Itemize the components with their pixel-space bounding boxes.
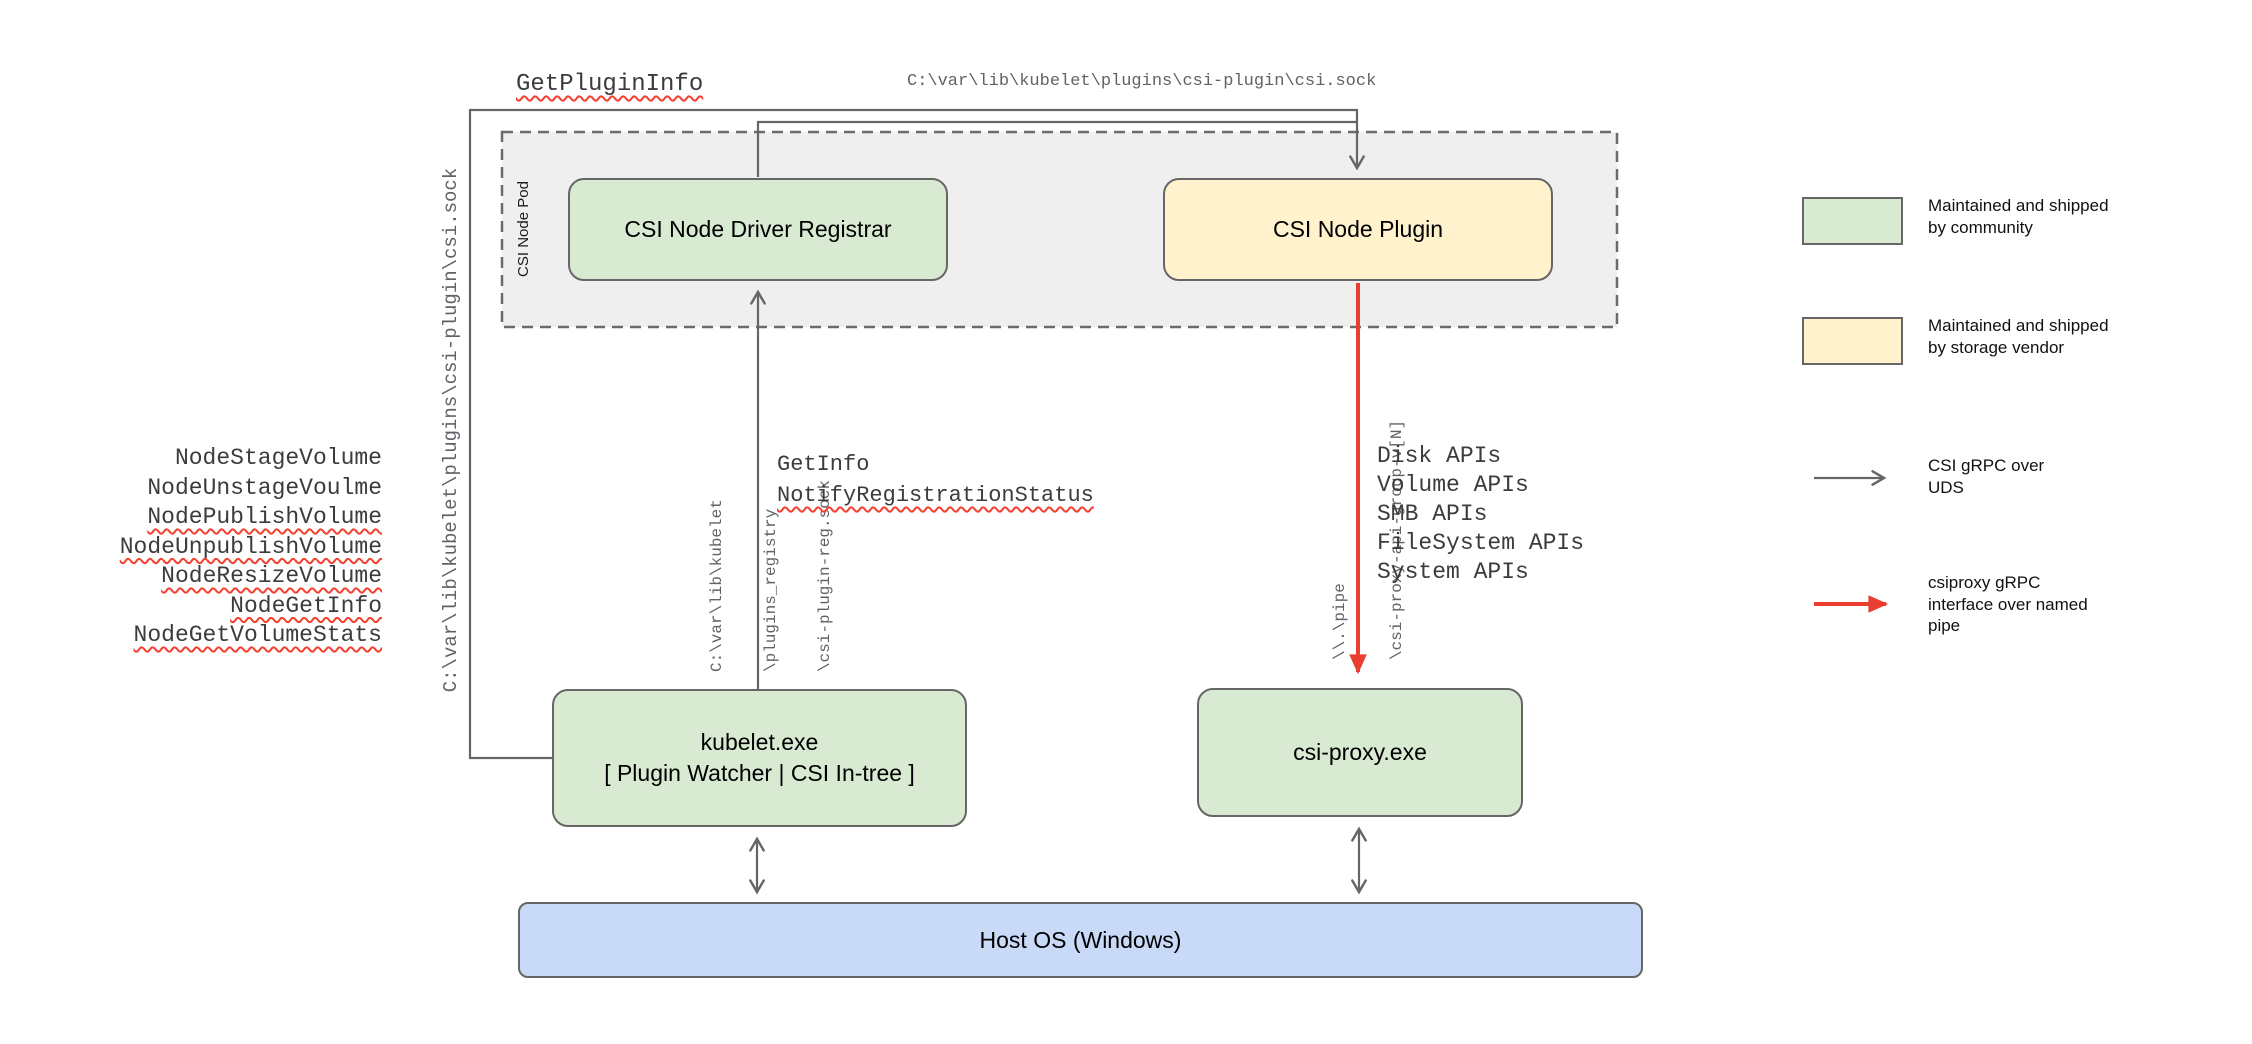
connector-kubelet-to-plugin [468, 108, 1365, 760]
host-os-box: Host OS (Windows) [518, 902, 1643, 978]
node-api-item: NodeGetInfo [230, 592, 382, 619]
legend-uds-label: CSI gRPC over UDS [1928, 456, 2045, 497]
host-os-label: Host OS (Windows) [979, 926, 1182, 953]
named-pipe-path-line1: \\.\pipe [1331, 583, 1349, 660]
csi-proxy-api-list: Disk APIs Volume APIs SMB APIs FileSyste… [1377, 442, 1584, 587]
node-api-item: NodeResizeVolume [161, 563, 382, 589]
csi-node-pod-label: CSI Node Pod [515, 181, 532, 277]
named-pipe-path-label: \\.\pipe \csi-proxy-api-group-v[N] [1293, 390, 1406, 660]
node-api-item: NodeUnstageVoulme [147, 474, 382, 501]
csi-sock-path-vertical-label: C:\var\lib\kubelet\plugins\csi-plugin\cs… [440, 167, 462, 693]
csi-proxy-label: csi-proxy.exe [1293, 739, 1427, 765]
csi-node-plugin-box: CSI Node Plugin [1163, 178, 1553, 281]
get-info-label: GetInfo [777, 452, 870, 477]
node-api-item: NodeStageVolume [174, 445, 382, 471]
node-api-item: NodeUnpublishVolume [119, 533, 382, 560]
proxy-api-item: Volume APIs [1377, 472, 1529, 498]
proxy-api-item: Disk APIs [1377, 443, 1502, 469]
connector-registrar-to-plugin [756, 120, 1356, 177]
legend-vendor-label: Maintained and shipped by storage vendor [1928, 316, 2109, 357]
csi-node-driver-registrar-box: CSI Node Driver Registrar [568, 178, 948, 281]
csi-node-plugin-label: CSI Node Plugin [1272, 216, 1444, 242]
kubelet-label-line2: [ Plugin Watcher | CSI In-tree ] [604, 760, 915, 786]
kubelet-label-line1: kubelet.exe [700, 729, 819, 755]
legend-vendor-swatch [1802, 317, 1903, 365]
csi-node-driver-registrar-label: CSI Node Driver Registrar [624, 216, 892, 242]
get-plugin-info-label: GetPluginInfo [516, 71, 704, 98]
csi-sock-path-top-label: C:\var\lib\kubelet\plugins\csi-plugin\cs… [907, 72, 1377, 91]
proxy-api-item: FileSystem APIs [1377, 530, 1585, 556]
proxy-api-item: System APIs [1377, 559, 1529, 585]
plugin-registry-path-label: C:\var\lib\kubelet \plugins_registry \cs… [672, 452, 834, 672]
legend-community-swatch [1802, 197, 1903, 245]
plugin-registry-path-line1: C:\var\lib\kubelet [708, 499, 726, 672]
csi-proxy-box: csi-proxy.exe [1197, 688, 1523, 817]
legend-community-label: Maintained and shipped by community [1928, 196, 2109, 237]
node-api-item: NodePublishVolume [147, 504, 382, 530]
notify-registration-status-label: NotifyRegistrationStatus [777, 483, 1094, 508]
kubelet-box: kubelet.exe [ Plugin Watcher | CSI In-tr… [552, 689, 967, 827]
kubelet-node-api-list: NodeStageVolume NodeUnstageVoulme NodePu… [42, 444, 382, 651]
legend-pipe-label: csiproxy gRPC interface over named pipe [1928, 573, 2088, 635]
node-api-item: NodeGetVolumeStats [133, 622, 382, 648]
proxy-api-item: SMB APIs [1377, 501, 1488, 527]
registration-calls-label: GetInfo NotifyRegistrationStatus [777, 449, 1094, 511]
